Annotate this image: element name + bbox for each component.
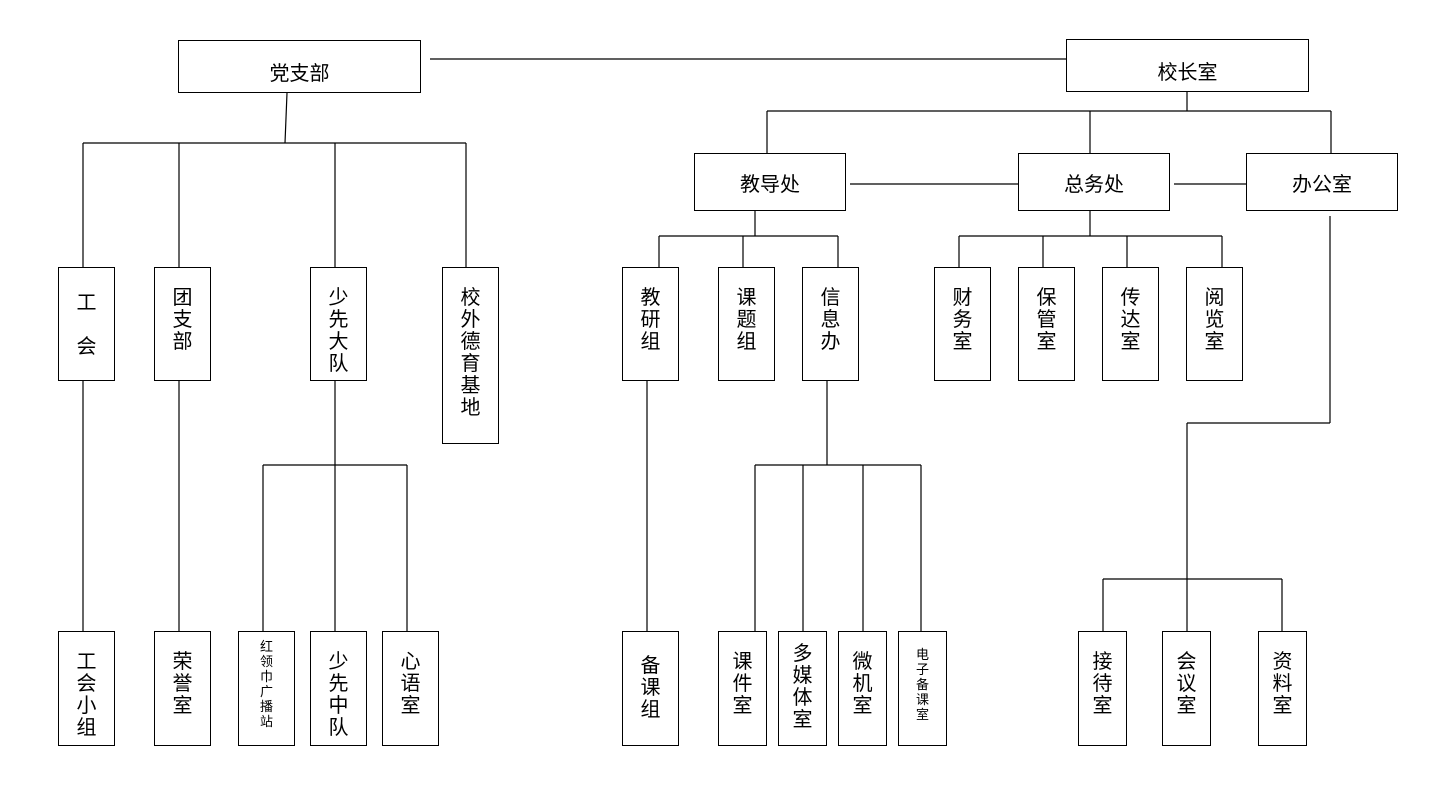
principal-office-box: 校长室 xyxy=(1066,39,1309,92)
lesson-prep-group-box: 备课组 xyxy=(622,631,679,746)
topic-group-label: 课题组 xyxy=(736,285,757,353)
reception-desk-box: 传达室 xyxy=(1102,267,1159,381)
topic-group-box: 课题组 xyxy=(718,267,775,381)
counseling-room-label: 心语室 xyxy=(400,649,421,717)
union-label: 工 会 xyxy=(76,290,97,358)
finance-room-box: 财务室 xyxy=(934,267,991,381)
academic-affairs-box: 教导处 xyxy=(694,153,846,211)
finance-room-label: 财务室 xyxy=(952,285,973,353)
info-office-box: 信息办 xyxy=(802,267,859,381)
general-affairs-label: 总务处 xyxy=(1064,171,1124,196)
union-box: 工 会 xyxy=(58,267,115,381)
courseware-room-label: 课件室 xyxy=(732,649,753,717)
squadron-box: 少先中队 xyxy=(310,631,367,746)
youth-league-label: 团支部 xyxy=(172,285,193,353)
party-branch-label: 党支部 xyxy=(269,61,330,85)
party-branch-box: 党支部 xyxy=(178,40,421,93)
reception-room-label: 接待室 xyxy=(1092,649,1113,717)
union-group-label: 工会小组 xyxy=(76,649,97,739)
youth-league-box: 团支部 xyxy=(154,267,211,381)
e-lesson-prep-room-label: 电子备课室 xyxy=(915,648,929,723)
archive-room-label: 资料室 xyxy=(1272,649,1293,717)
multimedia-room-label: 多媒体室 xyxy=(792,641,813,731)
union-group-box: 工会小组 xyxy=(58,631,115,746)
computer-room-label: 微机室 xyxy=(852,649,873,717)
research-group-box: 教研组 xyxy=(622,267,679,381)
office-label: 办公室 xyxy=(1292,171,1352,196)
principal-office-label: 校长室 xyxy=(1157,60,1218,84)
academic-affairs-label: 教导处 xyxy=(740,171,800,196)
moral-education-base-label: 校外德育基地 xyxy=(460,285,481,419)
reception-room-box: 接待室 xyxy=(1078,631,1127,746)
courseware-room-box: 课件室 xyxy=(718,631,767,746)
reading-room-label: 阅览室 xyxy=(1204,285,1225,353)
honor-room-box: 荣誉室 xyxy=(154,631,211,746)
pioneers-brigade-box: 少先大队 xyxy=(310,267,367,381)
office-box: 办公室 xyxy=(1246,153,1398,211)
squadron-label: 少先中队 xyxy=(328,649,349,739)
archive-room-box: 资料室 xyxy=(1258,631,1307,746)
multimedia-room-box: 多媒体室 xyxy=(778,631,827,746)
radio-station-box: 红领巾广播站 xyxy=(238,631,295,746)
custody-room-box: 保管室 xyxy=(1018,267,1075,381)
general-affairs-box: 总务处 xyxy=(1018,153,1170,211)
moral-education-base-box: 校外德育基地 xyxy=(442,267,499,444)
meeting-room-label: 会议室 xyxy=(1176,649,1197,717)
info-office-label: 信息办 xyxy=(820,285,841,353)
research-group-label: 教研组 xyxy=(640,285,661,353)
radio-station-label: 红领巾广播站 xyxy=(259,640,273,730)
honor-room-label: 荣誉室 xyxy=(172,649,193,717)
pioneers-brigade-label: 少先大队 xyxy=(328,285,349,375)
reading-room-box: 阅览室 xyxy=(1186,267,1243,381)
custody-room-label: 保管室 xyxy=(1036,285,1057,353)
e-lesson-prep-room-box: 电子备课室 xyxy=(898,631,947,746)
counseling-room-box: 心语室 xyxy=(382,631,439,746)
lesson-prep-group-label: 备课组 xyxy=(640,653,661,721)
computer-room-box: 微机室 xyxy=(838,631,887,746)
reception-desk-label: 传达室 xyxy=(1120,285,1141,353)
meeting-room-box: 会议室 xyxy=(1162,631,1211,746)
